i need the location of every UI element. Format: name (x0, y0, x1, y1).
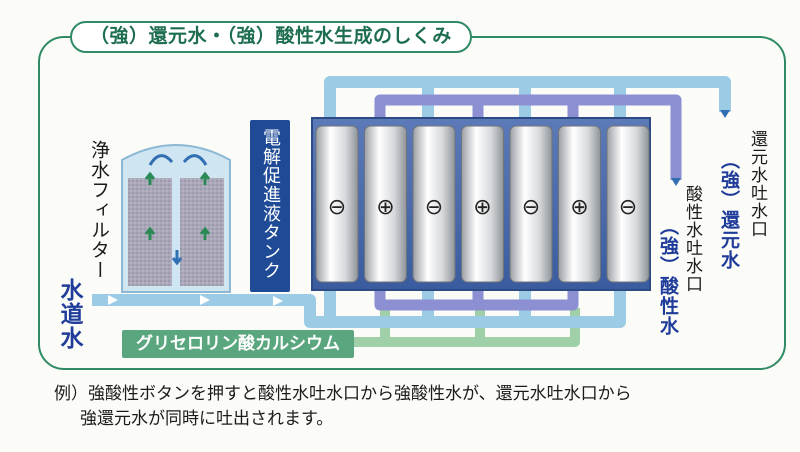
electrode-cells: ⊖ ⊕ ⊖ ⊕ ⊖ ⊕ ⊖ (315, 125, 650, 283)
electrode-cell: ⊖ (606, 125, 650, 283)
reduced-water-label: （強）還元水 (718, 150, 740, 270)
electrolyte-tank-box: 電解促進液タンク (250, 120, 290, 292)
tap-water-pipes (92, 76, 731, 328)
filter-housing (121, 144, 231, 293)
electrode-cell: ⊖ (412, 125, 456, 283)
electrode-polarity: ⊕ (473, 195, 491, 220)
example-note-line1: 例）強酸性ボタンを押すと酸性水吐水口から強酸性水が、還元水吐水口から (54, 384, 632, 404)
electrode-polarity: ⊕ (570, 195, 588, 220)
example-note-line2: 強還元水が同時に吐出されます。 (80, 409, 334, 429)
acid-outlet-label: 酸性水吐水口 (682, 185, 702, 293)
acid-water-pipes (374, 94, 682, 311)
electrode-cell: ⊕ (558, 125, 601, 283)
reduced-outlet-label: 還元水吐水口 (747, 130, 767, 238)
electrode-polarity: ⊖ (328, 195, 346, 220)
example-note: 例）強酸性ボタンを押すと酸性水吐水口から強酸性水が、還元水吐水口から 強還元水が… (54, 382, 632, 432)
tap-water-label: 水道水 (56, 278, 82, 350)
electrode-cell: ⊕ (461, 125, 504, 283)
glycerol-label: グリセロリン酸カルシウム (122, 330, 354, 358)
electrode-cell: ⊖ (315, 125, 359, 283)
electrode-polarity: ⊖ (619, 195, 637, 220)
electrode-polarity: ⊖ (425, 195, 443, 220)
flow-arrows (108, 110, 730, 306)
electrode-cell: ⊖ (509, 125, 553, 283)
diagram-title: （強）還元水・（強）酸性水生成のしくみ (70, 21, 472, 53)
electrolyte-tank-label: 電解促進液タンク (260, 128, 281, 280)
electrode-polarity: ⊖ (522, 195, 540, 220)
electrode-polarity: ⊕ (376, 195, 394, 220)
electrode-cell: ⊕ (364, 125, 407, 283)
acid-water-label: （強）酸性水 (657, 216, 679, 336)
filter-label: 浄水フィルター (88, 140, 110, 280)
